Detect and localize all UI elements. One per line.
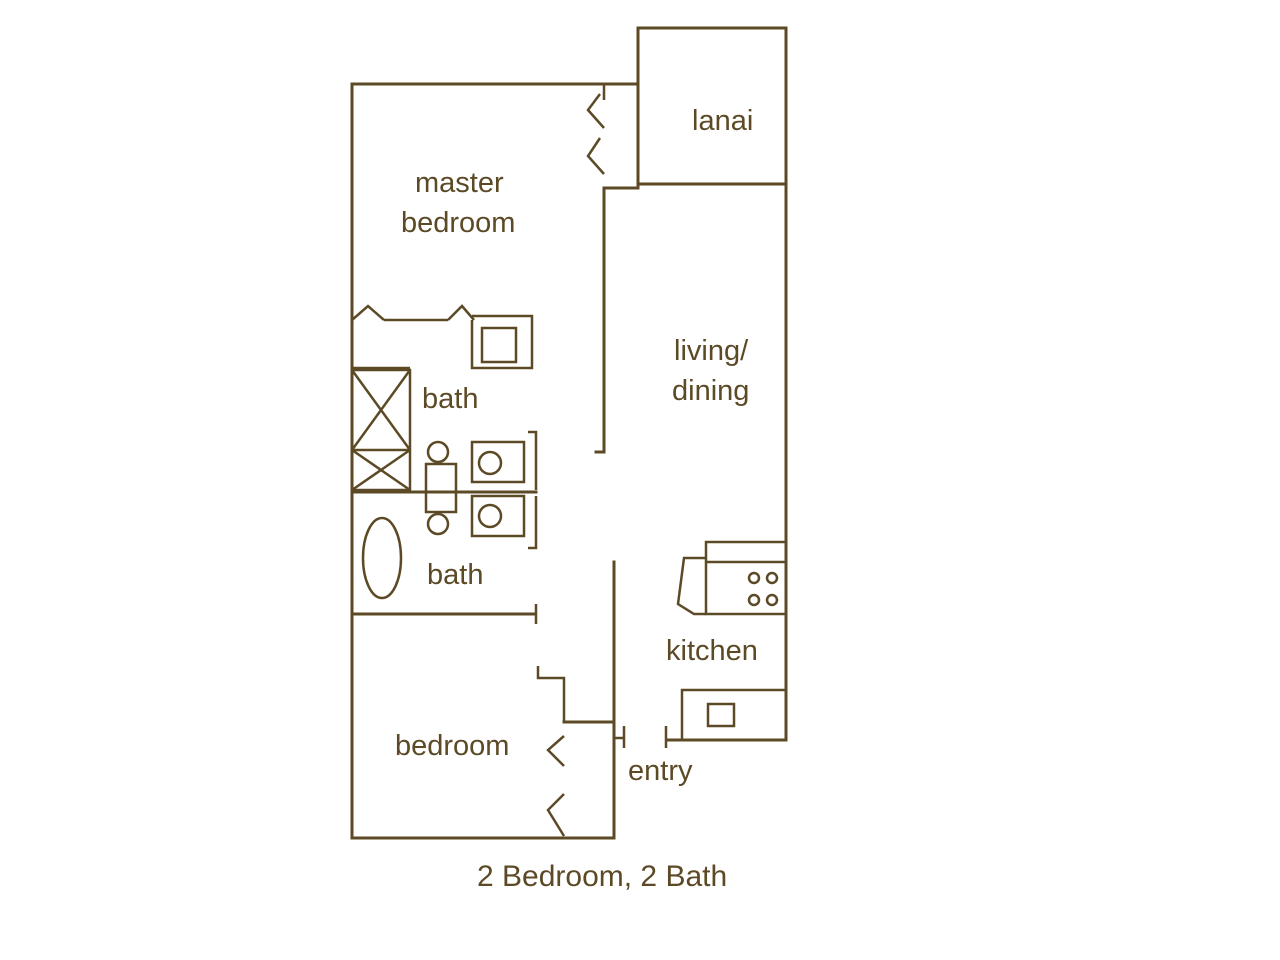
stove [704,540,788,616]
toilet-top-bowl [426,440,450,464]
shower-x2 [350,369,412,451]
master-vanity [470,314,534,370]
bedroom-door-swing [546,735,565,767]
room-labels: lanai master bedroom living/ dining bath… [395,105,758,893]
living-dining-label-1: living/ [674,335,749,367]
interior-walls [350,84,668,837]
lanai-door-swing-1 [586,93,605,129]
bedroom-door-frame [536,666,566,722]
shower-x4 [351,448,411,492]
burner-4 [765,593,779,607]
vanity-bracket-top [528,430,538,490]
lanai-label: lanai [692,105,753,137]
master-vanity-sink [480,326,518,364]
left-wing-outline [350,82,640,840]
vanity-bracket-bottom [528,496,538,550]
toilet-bottom-bowl [426,512,450,536]
closet-door-swing [546,793,566,837]
master-bedroom-label-1: master [415,167,504,199]
burner-1 [747,571,761,585]
shower-stall [350,368,412,492]
toilet-tank [424,462,458,514]
kitchen-label: kitchen [666,635,758,667]
bathtub [361,516,403,600]
vanity-bottom [470,494,526,538]
living-dining-label-2: dining [672,375,749,407]
kitchen-sink [706,702,736,728]
lanai-outline [636,26,788,742]
closet-door-left [351,304,385,321]
plan-caption: 2 Bedroom, 2 Bath [477,860,727,893]
kitchen-counter [680,688,786,740]
master-bedroom-label-2: bedroom [401,207,515,239]
master-bath-label: bath [422,383,478,415]
burner-2 [765,571,779,585]
closet-door-right [447,304,475,321]
second-bath-label: bath [427,559,483,591]
fridge [676,556,706,616]
entry-label: entry [628,755,693,787]
lanai-door-swing-2 [586,137,605,175]
vanity-top [470,440,526,484]
burner-3 [747,593,761,607]
kitchen-fixtures [676,540,788,740]
exterior-walls [350,26,788,840]
bedroom-label: bedroom [395,730,509,762]
vanity-sink-top [477,450,503,476]
vanity-sink-bottom [477,503,503,529]
